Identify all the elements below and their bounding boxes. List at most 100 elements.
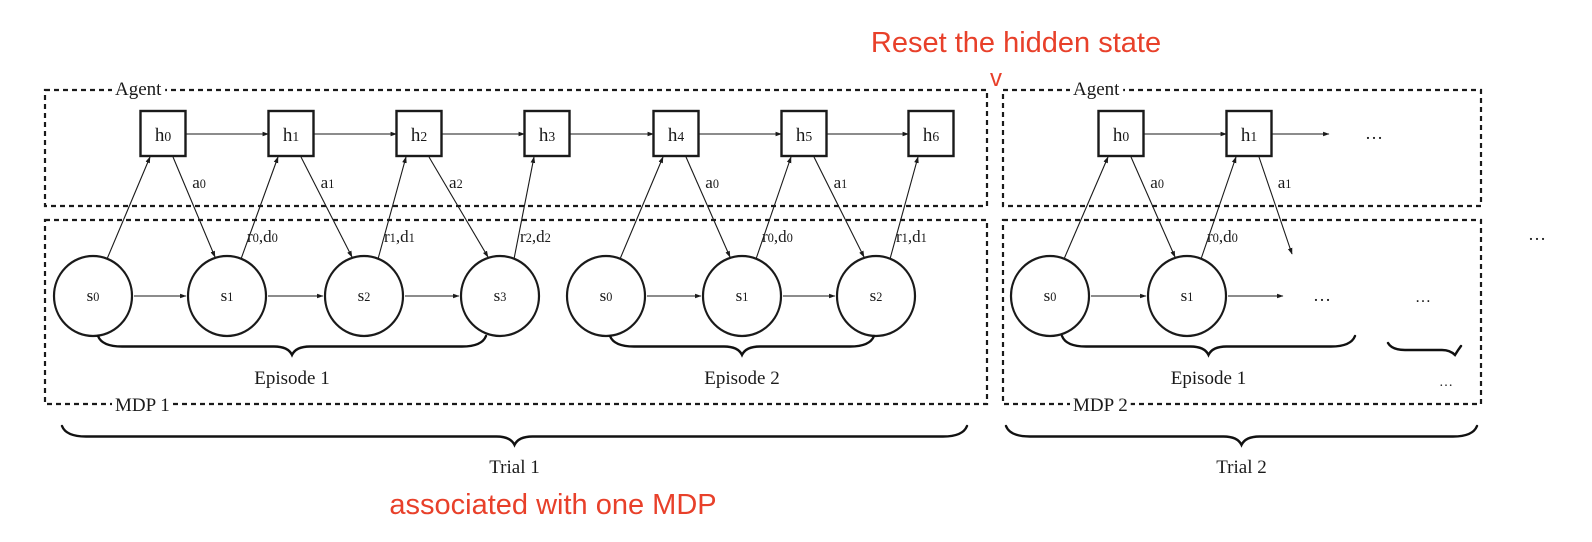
episode-label: Episode 2 [704,368,779,389]
observation-arrow [619,156,664,260]
mdp-label: MDP 2 [1073,395,1128,416]
hidden-state-box [523,109,571,158]
action-label: a1 [1278,173,1292,192]
agent-label: Agent [115,79,162,100]
state-label: s0 [600,286,613,305]
reward-done-label: r0,d0 [247,227,278,246]
trial-label: Trial 1 [489,457,540,478]
state-label: s1 [221,286,234,305]
action-label: a0 [1150,173,1164,192]
reward-done-label: r0,d0 [762,227,793,246]
mdp-box [43,218,989,406]
hidden-state-node: h3 [523,109,571,158]
hidden-state-box [780,109,828,158]
state-node: s2 [323,254,405,338]
state-circle [701,254,783,338]
hidden-state-box [1097,109,1145,158]
reward-done-label: r0,d0 [1207,227,1238,246]
trial-brace [60,424,969,448]
state-label: s2 [870,286,883,305]
hidden-state-label: h3 [539,125,556,146]
mdp-label: MDP 1 [115,395,170,416]
trial-brace [1004,424,1479,448]
trial-label: Trial 2 [1216,457,1267,478]
label-mask [112,81,166,98]
state-node: s1 [701,254,783,338]
episode-brace [96,334,488,358]
label-mask [1070,81,1124,98]
state-label: s3 [494,286,507,305]
reward-done-label: r1,d1 [896,227,927,246]
action-arrow [685,156,731,258]
state-label: s2 [358,286,371,305]
hidden-state-label: h0 [1113,125,1130,146]
label-mask [112,397,173,414]
state-circle [1009,254,1091,338]
observation-arrow [106,156,151,260]
observation-arrow [240,156,279,260]
action-arrow [300,156,353,258]
state-circle [186,254,268,338]
state-circle [565,254,647,338]
hidden-state-node: h1 [1225,109,1273,158]
hidden-state-node: h5 [780,109,828,158]
state-node: s0 [565,254,647,338]
observation-arrow [513,156,536,260]
hidden-state-label: h1 [283,125,300,146]
hidden-state-node: h1 [267,109,315,158]
hidden-state-label: h5 [796,125,813,146]
observation-arrow [377,156,407,260]
hidden-state-box [652,109,700,158]
reward-done-label: r2,d2 [520,227,551,246]
more-episodes-states-ellipsis: … [1415,289,1431,306]
agent-label: Agent [1073,79,1120,100]
hidden-state-box [1225,109,1273,158]
episode-brace [1060,334,1357,358]
hidden-state-label: h4 [668,125,685,146]
state-label: s0 [87,286,100,305]
episode-label: Episode 1 [1171,368,1246,389]
mdp-box [1001,218,1483,406]
hidden-state-node: h4 [652,109,700,158]
reset-hidden-state-annotation: Reset the hidden state [871,27,1161,59]
hidden-state-label: h1 [1241,125,1258,146]
action-label: a1 [834,173,848,192]
action-arrow [1130,156,1176,258]
observation-arrow [1063,156,1109,260]
hidden-state-box [139,109,187,158]
state-label: s0 [1044,286,1057,305]
state-circle [459,254,541,338]
action-arrow [813,156,865,258]
state-node: s1 [186,254,268,338]
observation-arrow [889,156,919,260]
observation-arrow [755,156,792,260]
action-arrow [428,156,489,258]
label-mask [1070,397,1131,414]
state-node: s0 [1009,254,1091,338]
action-label: a1 [321,173,335,192]
hidden-state-node: h6 [907,109,955,158]
state-circle [835,254,917,338]
observation-arrow [1200,156,1237,260]
state-circle [52,254,134,338]
reset-marker: v [990,65,1002,92]
action-arrow [172,156,216,258]
action-label: a0 [705,173,719,192]
more-trials-ellipsis: … [1528,224,1546,244]
action-label: a2 [449,173,463,192]
agent-box [1001,88,1483,208]
reward-done-label: r1,d1 [384,227,415,246]
state-node: s3 [459,254,541,338]
action-label: a0 [192,173,206,192]
more-episodes-label-ellipsis: … [1439,375,1453,390]
hidden-state-box [267,109,315,158]
hidden-state-node: h2 [395,109,443,158]
hidden-state-box [395,109,443,158]
episode-label: Episode 1 [254,368,329,389]
more-episodes-brace [1386,341,1463,357]
state-node: s1 [1146,254,1228,338]
